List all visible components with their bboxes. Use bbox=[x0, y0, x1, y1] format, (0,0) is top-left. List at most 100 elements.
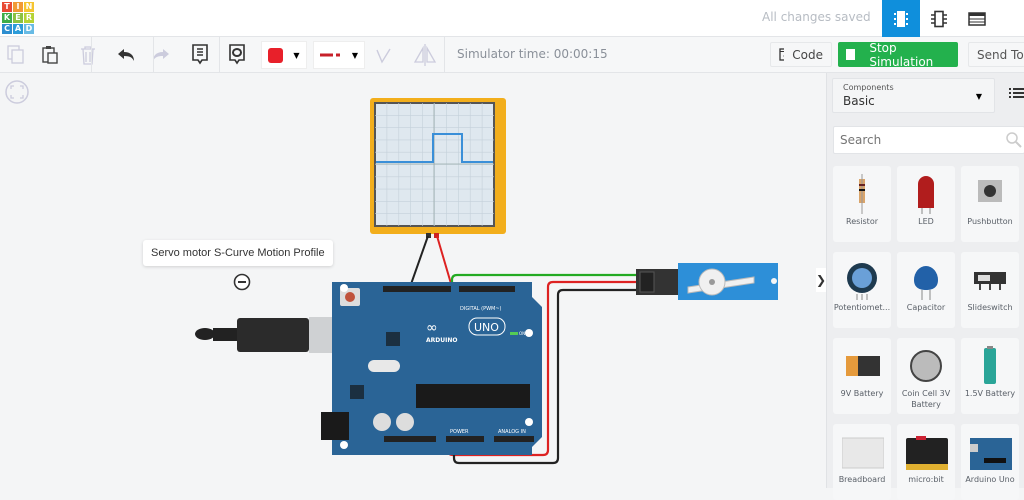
component-thumbnail-icon bbox=[910, 350, 942, 382]
component-thumbnail-icon bbox=[970, 438, 1012, 470]
component-thumbnail-icon bbox=[914, 266, 938, 300]
toolbar: ▼ ▼ Simulator time: 00:00:15 Code Stop S… bbox=[0, 37, 1024, 73]
component-label: Capacitor bbox=[906, 303, 946, 312]
components-panel: Components Basic ▼ Resistor LED Pushbutton… bbox=[826, 73, 1024, 500]
logo-letter: D bbox=[24, 24, 34, 34]
components-dropdown[interactable]: Components Basic ▼ bbox=[832, 78, 995, 113]
logo-letter: K bbox=[2, 13, 12, 23]
notes-button[interactable] bbox=[189, 41, 211, 69]
arduino-uno-board[interactable]: ∞ ARDUINO UNO DIGITAL (PWM~) POWER ANALO… bbox=[321, 282, 542, 455]
send-to-label: Send To bbox=[977, 47, 1024, 62]
logo-letter: C bbox=[2, 24, 12, 34]
component-label: Pushbutton bbox=[967, 217, 1013, 226]
logo-letter: T bbox=[2, 2, 12, 12]
collapse-panel-button[interactable]: ❯ bbox=[816, 268, 826, 292]
component-led[interactable]: LED bbox=[897, 166, 955, 242]
stop-label: Stop Simulation bbox=[869, 40, 934, 69]
component-label: 9V Battery bbox=[840, 389, 884, 398]
component-coin-cell-3v-battery[interactable]: Coin Cell 3V Battery bbox=[897, 338, 955, 414]
component-potentiomet[interactable]: Potentiomet... bbox=[833, 252, 891, 328]
note-pin-icon[interactable] bbox=[233, 273, 251, 291]
component-pushbutton[interactable]: Pushbutton bbox=[961, 166, 1019, 242]
send-to-button[interactable]: Send To bbox=[968, 42, 1024, 67]
component-breadboard[interactable]: Breadboard bbox=[833, 424, 891, 500]
note-text: Servo motor S-Curve Motion Profile bbox=[151, 247, 325, 259]
caret-down-icon: ▼ bbox=[293, 50, 300, 60]
logo-letter: N bbox=[24, 2, 34, 12]
logo-letter: I bbox=[13, 2, 23, 12]
component-search[interactable] bbox=[833, 126, 1024, 154]
stop-simulation-button[interactable]: Stop Simulation bbox=[838, 40, 958, 69]
redo-button[interactable] bbox=[150, 41, 172, 69]
component-slideswitch[interactable]: Slideswitch bbox=[961, 252, 1019, 328]
chip-icon bbox=[931, 10, 947, 27]
delete-button[interactable] bbox=[78, 41, 98, 69]
circuit-drawing: ∞ ARDUINO UNO DIGITAL (PWM~) POWER ANALO… bbox=[195, 98, 778, 465]
code-button[interactable]: Code bbox=[770, 42, 832, 67]
caret-down-icon: ▼ bbox=[351, 50, 359, 60]
signal-trace bbox=[376, 133, 493, 163]
circuit-icon bbox=[894, 10, 908, 27]
component-thumbnail-icon bbox=[846, 356, 880, 376]
wire-signal bbox=[450, 273, 637, 288]
fill-color-picker[interactable]: ▼ bbox=[261, 41, 307, 69]
component-arduino-uno[interactable]: Arduino Uno bbox=[961, 424, 1019, 500]
code-icon bbox=[779, 48, 785, 61]
save-status: All changes saved bbox=[762, 10, 871, 24]
svg-text:∞: ∞ bbox=[426, 320, 438, 336]
paste-icon bbox=[42, 46, 58, 64]
usb-cable bbox=[195, 317, 333, 353]
circuit-canvas[interactable]: ∞ ARDUINO UNO DIGITAL (PWM~) POWER ANALO… bbox=[0, 73, 826, 488]
rotate-icon bbox=[376, 48, 391, 64]
list-view-button[interactable] bbox=[1009, 86, 1024, 105]
component-label: LED bbox=[918, 217, 934, 226]
component-thumbnail-icon bbox=[978, 180, 1002, 202]
component-9v-battery[interactable]: 9V Battery bbox=[833, 338, 891, 414]
paste-button[interactable] bbox=[40, 41, 60, 69]
wire-black-probe bbox=[409, 235, 429, 288]
component-label: Resistor bbox=[846, 217, 878, 226]
component-thumbnail-icon bbox=[984, 346, 996, 384]
circuit-note[interactable]: Servo motor S-Curve Motion Profile bbox=[143, 240, 333, 266]
component-capacitor[interactable]: Capacitor bbox=[897, 252, 955, 328]
circuit-view-button[interactable] bbox=[882, 0, 920, 37]
zoom-to-fit-icon[interactable] bbox=[2, 77, 34, 109]
component-label: Breadboard bbox=[838, 475, 886, 484]
component-1-5v-battery[interactable]: 1.5V Battery bbox=[961, 338, 1019, 414]
component-thumbnail-icon bbox=[974, 272, 1006, 290]
component-resistor[interactable]: Resistor bbox=[833, 166, 891, 242]
copy-button[interactable] bbox=[6, 41, 26, 69]
schematic-view-button[interactable] bbox=[920, 0, 958, 37]
servo-motor[interactable] bbox=[636, 263, 778, 300]
components-value: Basic bbox=[843, 94, 875, 108]
component-micro-bit[interactable]: micro:bit bbox=[897, 424, 955, 500]
redo-icon bbox=[153, 49, 169, 61]
components-caption: Components bbox=[843, 83, 894, 92]
component-label: Slideswitch bbox=[967, 303, 1013, 312]
visibility-button[interactable] bbox=[226, 41, 248, 69]
component-label: 1.5V Battery bbox=[964, 389, 1016, 398]
rotate-button[interactable] bbox=[372, 41, 394, 69]
flip-button[interactable] bbox=[412, 41, 438, 69]
wire-style-picker[interactable]: ▼ bbox=[313, 41, 365, 69]
code-label: Code bbox=[792, 47, 823, 62]
svg-text:POWER: POWER bbox=[450, 429, 469, 435]
svg-text:UNO: UNO bbox=[474, 321, 499, 334]
simulator-time: Simulator time: 00:00:15 bbox=[457, 47, 608, 61]
undo-button[interactable] bbox=[115, 41, 137, 69]
wire-ground bbox=[452, 288, 637, 465]
logo-letter: R bbox=[24, 13, 34, 23]
svg-text:ANALOG IN: ANALOG IN bbox=[498, 429, 526, 435]
search-input[interactable] bbox=[840, 133, 990, 147]
component-list-button[interactable] bbox=[958, 0, 996, 37]
eye-note-icon bbox=[229, 44, 245, 65]
component-label: Potentiomet... bbox=[833, 303, 891, 312]
oscilloscope[interactable] bbox=[370, 98, 506, 238]
component-label: micro:bit bbox=[908, 475, 944, 484]
color-swatch bbox=[268, 47, 284, 63]
component-thumbnail-icon bbox=[918, 176, 934, 214]
dashed-line-icon bbox=[319, 53, 340, 57]
wire-red-probe bbox=[436, 235, 453, 288]
